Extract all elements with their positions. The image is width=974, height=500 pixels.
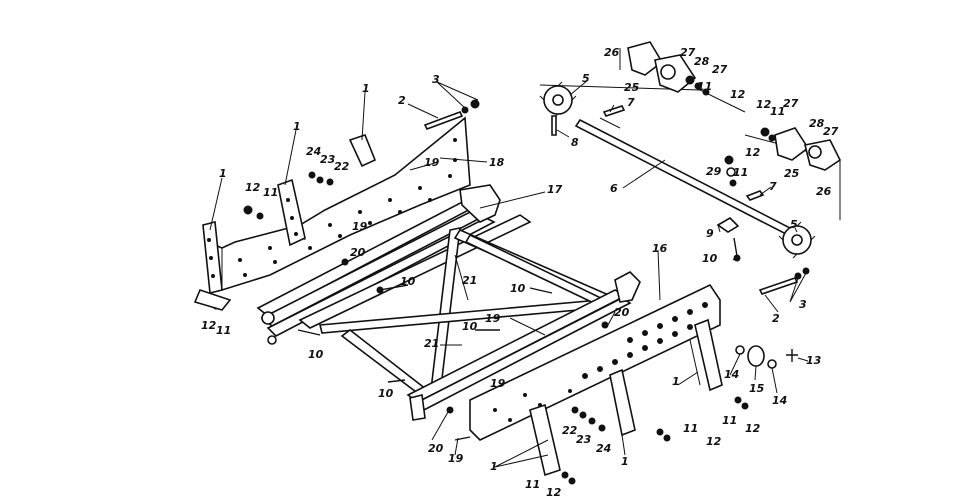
callout-6: 6 <box>610 182 618 195</box>
callout-14: 14 <box>724 368 739 381</box>
left-rails <box>256 184 501 345</box>
callout-11: 11 <box>697 80 712 93</box>
callout-11: 11 <box>683 422 698 435</box>
callout-10: 10 <box>378 387 394 400</box>
callout-20: 20 <box>614 306 630 319</box>
callout-3: 3 <box>432 73 440 86</box>
callout-19: 19 <box>424 156 440 169</box>
tension-bolt-right <box>758 267 810 295</box>
callout-12: 12 <box>546 486 562 499</box>
callout-1: 1 <box>490 460 498 473</box>
callout-labels: 1 1 1 1 1 1 2 2 3 3 5 5 6 7 7 8 9 10 10 … <box>201 46 839 499</box>
callout-15: 15 <box>749 382 765 395</box>
upper-bearing-plate <box>539 41 746 113</box>
callout-12: 12 <box>245 181 261 194</box>
right-sprocket <box>778 221 816 259</box>
callout-11: 11 <box>733 166 748 179</box>
roller <box>735 345 798 369</box>
callout-24: 24 <box>596 442 611 455</box>
cross-frame <box>298 214 622 405</box>
callout-11: 11 <box>770 105 785 118</box>
callout-18: 18 <box>489 156 505 169</box>
callout-27: 27 <box>783 97 799 110</box>
callout-23: 23 <box>320 153 336 166</box>
callout-10: 10 <box>702 252 718 265</box>
callout-27: 27 <box>712 63 728 76</box>
callout-22: 22 <box>334 160 350 173</box>
callout-26: 26 <box>604 46 620 59</box>
shaft-hardware <box>602 105 765 262</box>
callout-23: 23 <box>576 433 592 446</box>
callout-27: 27 <box>680 46 696 59</box>
callout-29: 29 <box>706 165 722 178</box>
callout-1: 1 <box>293 120 301 133</box>
callout-14: 14 <box>772 394 787 407</box>
leader-lines <box>209 79 809 468</box>
callout-27: 27 <box>823 125 839 138</box>
callout-7: 7 <box>769 180 777 193</box>
callout-28: 28 <box>694 55 710 68</box>
right-side-plate <box>469 283 721 441</box>
callout-28: 28 <box>809 117 825 130</box>
callout-25: 25 <box>784 167 800 180</box>
callout-1: 1 <box>672 375 680 388</box>
callout-16: 16 <box>652 242 668 255</box>
callout-10: 10 <box>510 282 526 295</box>
callout-20: 20 <box>350 246 366 259</box>
callout-10: 10 <box>400 275 416 288</box>
callout-21: 21 <box>424 337 439 350</box>
callout-11: 11 <box>216 324 231 337</box>
callout-19: 19 <box>448 452 464 465</box>
callout-22: 22 <box>562 424 578 437</box>
callout-11: 11 <box>525 478 540 491</box>
callout-12: 12 <box>201 319 217 332</box>
callout-1: 1 <box>621 455 629 468</box>
callout-20: 20 <box>428 442 444 455</box>
right-legs <box>529 318 723 477</box>
callout-11: 11 <box>722 414 737 427</box>
callout-2: 2 <box>398 94 406 107</box>
callout-25: 25 <box>624 81 640 94</box>
left-hardware <box>193 171 553 441</box>
callout-13: 13 <box>806 354 822 367</box>
callout-1: 1 <box>362 82 370 95</box>
callout-12: 12 <box>730 88 746 101</box>
callout-1: 1 <box>219 167 227 180</box>
callout-5: 5 <box>790 218 798 231</box>
lower-bearing-plate <box>744 127 842 220</box>
left-brackets <box>202 134 377 294</box>
callout-5: 5 <box>582 72 590 85</box>
callout-7: 7 <box>627 96 635 109</box>
left-sprocket <box>539 81 577 136</box>
callout-3: 3 <box>799 298 807 311</box>
callout-26: 26 <box>816 185 832 198</box>
callout-12: 12 <box>756 98 772 111</box>
callout-11: 11 <box>263 186 278 199</box>
callout-21: 21 <box>462 274 477 287</box>
callout-19: 19 <box>352 220 368 233</box>
tension-bolt-left <box>423 99 480 130</box>
callout-8: 8 <box>571 136 579 149</box>
callout-19: 19 <box>490 377 506 390</box>
callout-12: 12 <box>745 146 761 159</box>
callout-24: 24 <box>306 145 321 158</box>
callout-9: 9 <box>706 227 714 240</box>
callout-12: 12 <box>745 422 761 435</box>
callout-10: 10 <box>308 348 324 361</box>
right-rails <box>406 271 641 421</box>
callout-12: 12 <box>706 435 722 448</box>
callout-10: 10 <box>462 320 478 333</box>
callout-17: 17 <box>547 183 563 196</box>
callout-2: 2 <box>772 312 780 325</box>
callout-19: 19 <box>485 312 501 325</box>
drive-shaft <box>574 117 792 236</box>
